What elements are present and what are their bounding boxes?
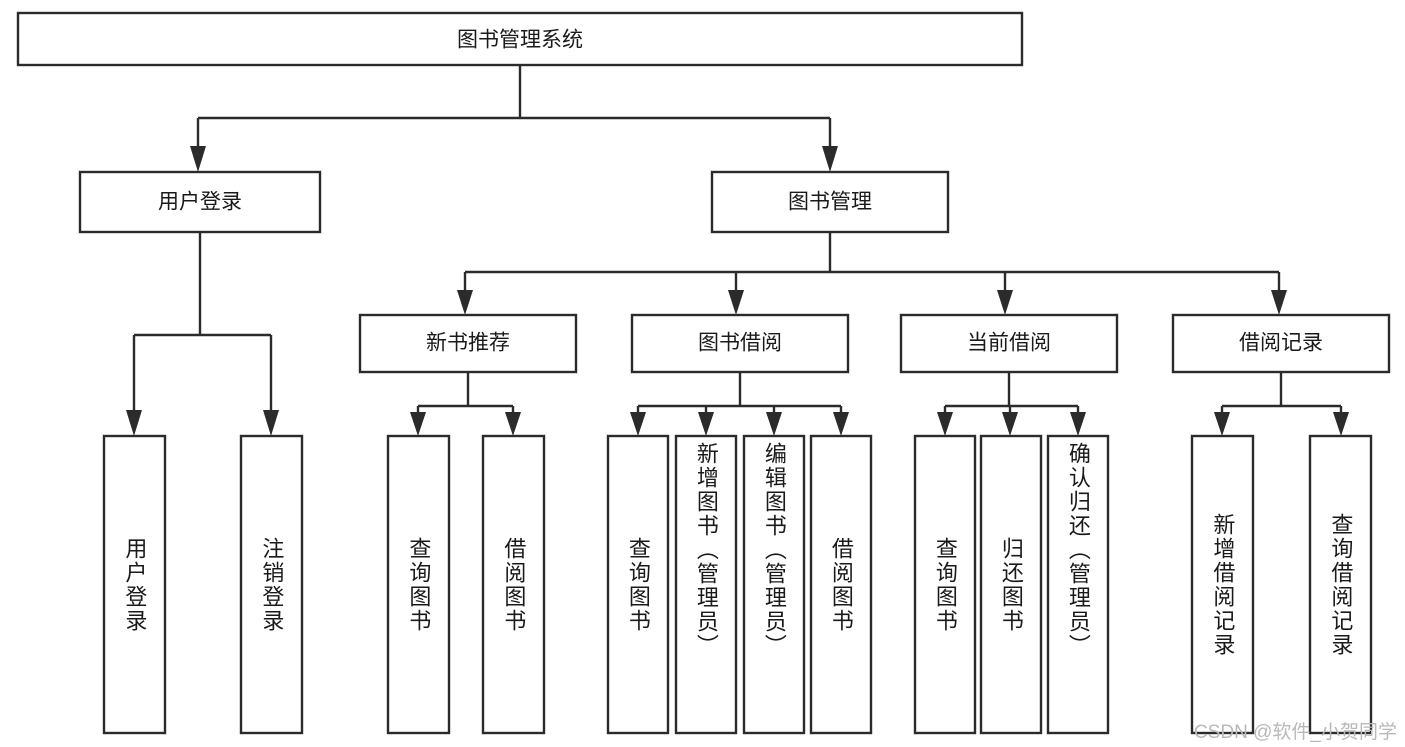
leaf-label-book-borrow-1: 查询图书 bbox=[625, 536, 651, 633]
node-root-label: 图书管理系统 bbox=[457, 29, 583, 52]
node-book-borrow-box[interactable] bbox=[630, 313, 850, 374]
arrow-head-leaf-current-borrow-2 bbox=[1002, 412, 1018, 436]
leaf-box-current-borrow-3[interactable] bbox=[1046, 434, 1110, 735]
leaf-label-book-borrow-2: 新增图书（管理员） bbox=[693, 442, 719, 658]
connector-group-new-book bbox=[410, 372, 521, 436]
arrow-head-book-mgmt bbox=[822, 146, 838, 172]
leaf-box-book-borrow-4[interactable] bbox=[809, 434, 873, 735]
leaf-label-book-borrow-3: 编辑图书（管理员） bbox=[761, 442, 787, 658]
arrow-head-book-borrow bbox=[728, 290, 744, 315]
arrow-head-leaf-book-borrow-2 bbox=[698, 412, 714, 436]
leaf-box-user-login-1[interactable] bbox=[102, 434, 167, 735]
node-new-book-box[interactable] bbox=[358, 313, 578, 374]
leaf-box-user-login-2[interactable] bbox=[239, 434, 304, 735]
node-borrow-record-box[interactable] bbox=[1171, 313, 1391, 374]
leaf-box-current-borrow-1[interactable] bbox=[913, 434, 977, 735]
arrow-head-borrow-record bbox=[1271, 290, 1287, 315]
leaf-label-current-borrow-1: 查询图书 bbox=[932, 536, 958, 633]
arrow-head-current-borrow bbox=[997, 290, 1013, 315]
node-root-box[interactable] bbox=[16, 11, 1024, 67]
connector-group-current-borrow bbox=[937, 372, 1086, 436]
leaf-label-new-book-1: 查询图书 bbox=[406, 536, 432, 633]
leaf-label-current-borrow-2: 归还图书 bbox=[998, 536, 1024, 633]
arrow-head-leaf-book-borrow-4 bbox=[833, 412, 849, 436]
arrow-head-user-login bbox=[190, 146, 206, 172]
arrow-head-leaf-new-book-2 bbox=[505, 412, 521, 436]
leaf-box-current-borrow-2[interactable] bbox=[979, 434, 1043, 735]
node-current-borrow-box[interactable] bbox=[899, 313, 1119, 374]
arrow-head-leaf-new-book-1 bbox=[410, 412, 426, 436]
leaf-box-book-borrow-3[interactable] bbox=[742, 434, 806, 735]
leaf-box-new-book-1[interactable] bbox=[386, 434, 451, 735]
node-book-mgmt-box[interactable] bbox=[710, 170, 950, 234]
leaf-label-new-book-2: 借阅图书 bbox=[501, 536, 527, 633]
leaf-box-borrow-record-1[interactable] bbox=[1190, 434, 1255, 735]
arrow-head-leaf-book-borrow-1 bbox=[630, 412, 646, 436]
leaf-label-borrow-record-1: 新增借阅记录 bbox=[1210, 512, 1236, 657]
arrow-head-leaf-borrow-record-1 bbox=[1214, 412, 1230, 436]
csdn-watermark: CSDN @软件_小贺同学 bbox=[1194, 722, 1397, 743]
arrow-head-leaf-current-borrow-1 bbox=[937, 412, 953, 436]
connector-group-user-login bbox=[126, 232, 279, 436]
node-book-mgmt-label: 图书管理 bbox=[788, 191, 872, 214]
connector-group-book-mgmt bbox=[457, 232, 1287, 315]
node-book-borrow-label: 图书借阅 bbox=[698, 332, 782, 355]
leaf-box-book-borrow-1[interactable] bbox=[606, 434, 670, 735]
leaf-label-user-login-1: 用户登录 bbox=[122, 536, 148, 633]
arrow-head-leaf-borrow-record-2 bbox=[1333, 412, 1349, 436]
leaf-box-new-book-2[interactable] bbox=[481, 434, 546, 735]
arrow-head-leaf-current-borrow-3 bbox=[1070, 412, 1086, 436]
connector-group-book-borrow bbox=[630, 372, 849, 436]
arrow-head-new-book bbox=[457, 290, 473, 315]
arrow-head-leaf-user-login-2 bbox=[263, 410, 279, 436]
leaf-label-book-borrow-4: 借阅图书 bbox=[828, 536, 854, 633]
node-user-login-box[interactable] bbox=[78, 170, 322, 234]
node-user-login-label: 用户登录 bbox=[158, 191, 242, 214]
leaf-label-user-login-2: 注销登录 bbox=[259, 536, 285, 633]
leaf-box-borrow-record-2[interactable] bbox=[1308, 434, 1373, 735]
arrow-head-leaf-user-login-1 bbox=[126, 410, 142, 436]
node-current-borrow-label: 当前借阅 bbox=[967, 332, 1051, 355]
connector-group-borrow-record bbox=[1214, 372, 1349, 436]
leaf-box-book-borrow-2[interactable] bbox=[674, 434, 738, 735]
node-new-book-label: 新书推荐 bbox=[426, 332, 510, 355]
node-borrow-record-label: 借阅记录 bbox=[1239, 332, 1323, 355]
arrow-head-leaf-book-borrow-3 bbox=[766, 412, 782, 436]
connector-group-root bbox=[190, 65, 838, 172]
leaf-label-current-borrow-3: 确认归还（管理员） bbox=[1065, 442, 1091, 658]
leaf-label-borrow-record-2: 查询借阅记录 bbox=[1328, 512, 1354, 657]
